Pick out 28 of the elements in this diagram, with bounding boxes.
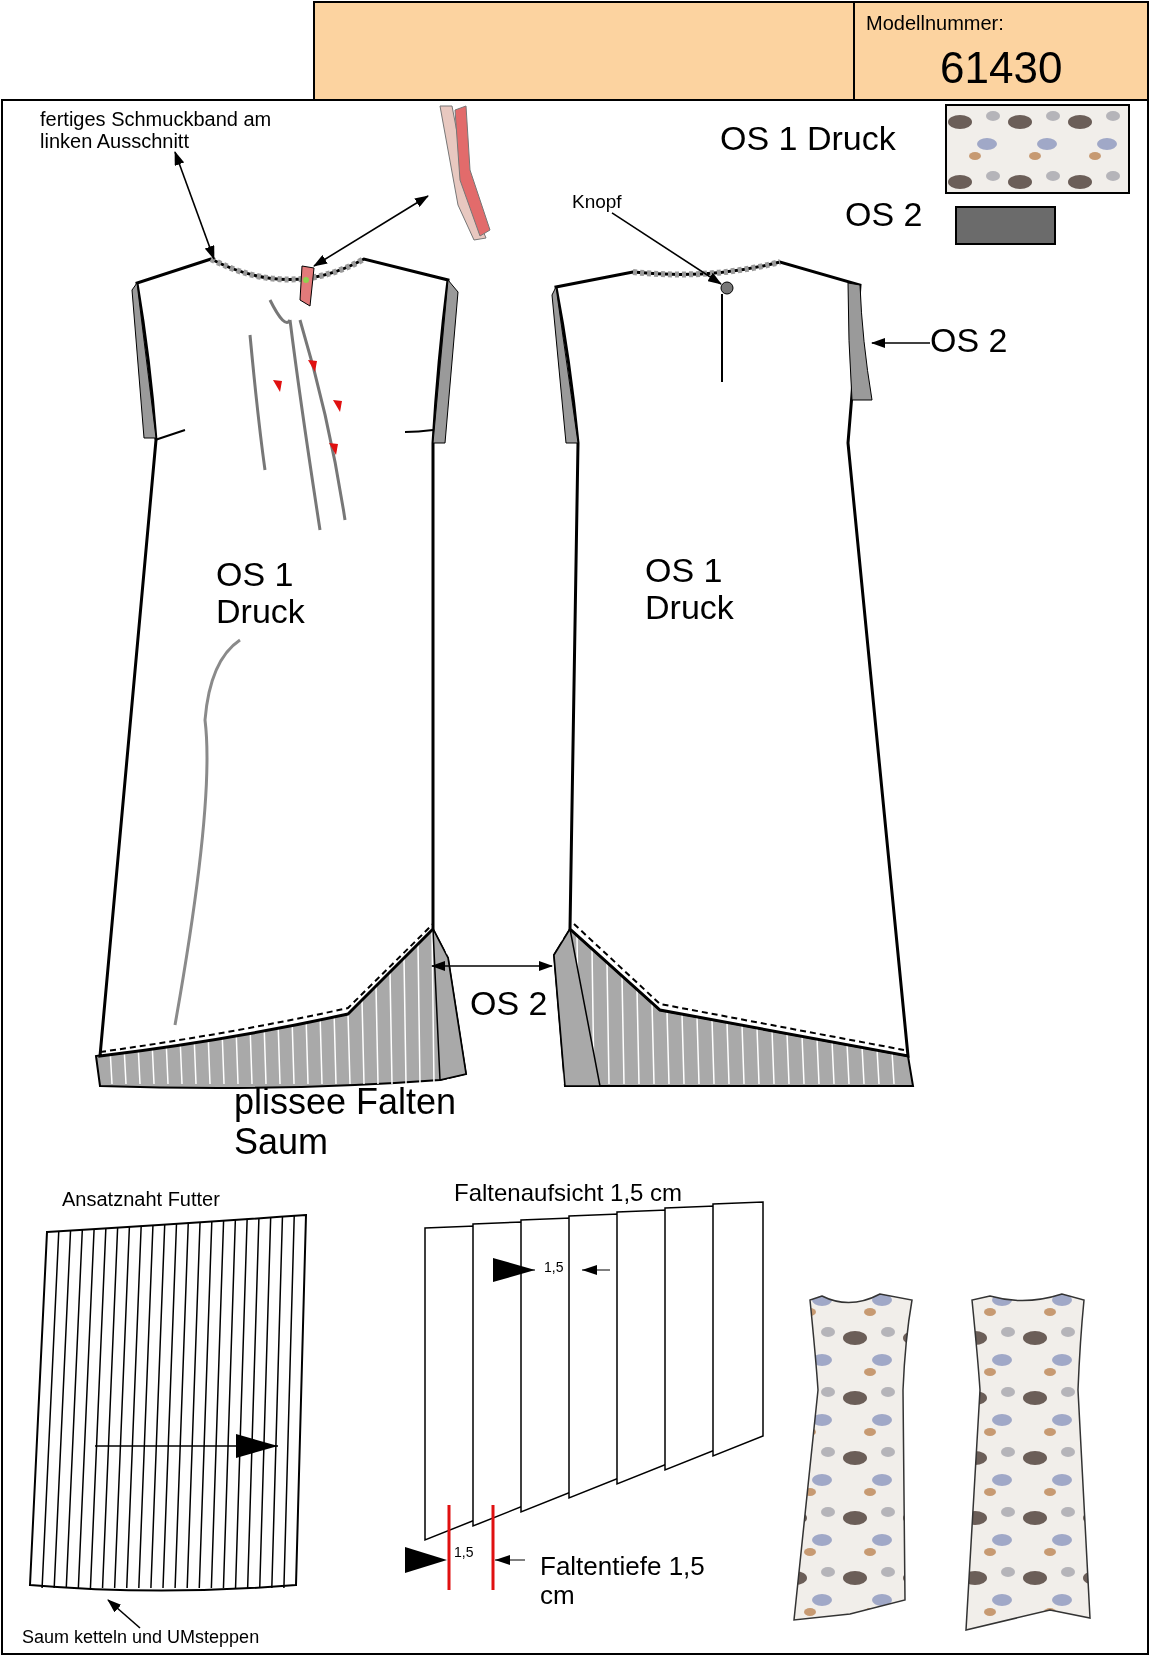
pleated-hem (432, 927, 468, 1082)
annotation-text: fertiges Schmuckband am linken Ausschnitt (40, 108, 300, 152)
annotation-text: OS 2 (930, 322, 1020, 360)
annotation-text: Knopf (572, 192, 642, 213)
ribbon-tie (299, 265, 315, 307)
header-label: Modellnummer: (866, 12, 1004, 34)
annotation-text: Faltenaufsicht 1,5 cm (454, 1180, 683, 1207)
arrow (174, 151, 215, 260)
annotation-text: Ansatznaht Futter (62, 1188, 220, 1210)
fabric-label: OS 1 Druck (216, 556, 306, 631)
arrow (611, 212, 722, 285)
annotation-text: Saum ketteln und UMsteppen (22, 1628, 362, 1648)
annotation-text: Faltentiefe 1,5 cm (540, 1552, 706, 1610)
neckline-trim (209, 256, 366, 283)
arrow (107, 1599, 141, 1629)
pleated-hem (552, 927, 602, 1088)
arrow (313, 195, 429, 267)
armhole-trim (847, 282, 873, 401)
arrow (871, 338, 931, 348)
button (720, 281, 734, 295)
legend-label: OS 2 (845, 196, 923, 234)
legend-label: OS 1 Druck (720, 120, 896, 158)
dimension-label: 1,5 (454, 1545, 474, 1561)
model-number: 61430 (940, 44, 1063, 93)
arrow (431, 961, 553, 971)
annotation-text: plissee Falten Saum (234, 1082, 458, 1162)
fabric-label: OS 1 Druck (645, 552, 735, 627)
dimension-label: 1,5 (544, 1260, 564, 1276)
